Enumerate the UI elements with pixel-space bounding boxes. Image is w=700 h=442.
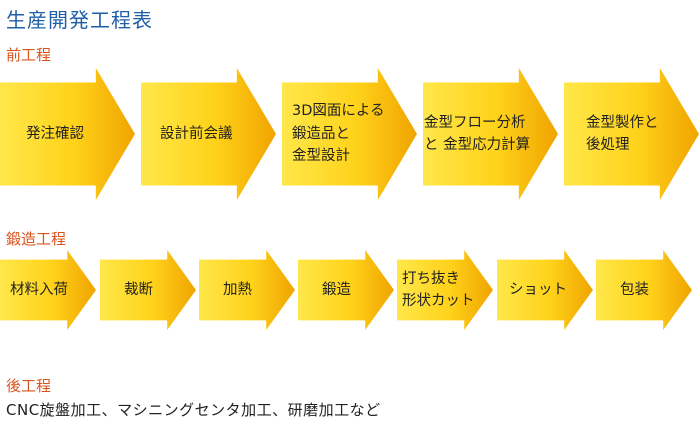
section-label-pre: 前工程 <box>6 46 52 64</box>
step-label-forging-4: 鍛造 <box>322 281 351 298</box>
step-label-pre-3: 3D図面による 鍛造品と 金型設計 <box>292 103 385 165</box>
page-title: 生産開発工程表 <box>6 8 153 32</box>
step-label-pre-4: 金型フロー分析 と 金型応力計算 <box>424 114 531 153</box>
post-process-description: CNC旋盤加工、マシニングセンタ加工、研磨加工など <box>6 401 381 419</box>
step-label-forging-3: 加熱 <box>223 281 252 298</box>
step-label-pre-5: 金型製作と 後処理 <box>586 114 659 153</box>
section-label-post: 後工程 <box>6 377 52 395</box>
step-label-forging-5: 打ち抜き 形状カット <box>402 270 475 309</box>
step-label-forging-1: 材料入荷 <box>10 281 68 298</box>
step-label-forging-7: 包装 <box>620 281 649 298</box>
step-label-forging-6: ショット <box>509 281 567 298</box>
step-label-pre-1: 発注確認 <box>26 125 84 142</box>
step-label-pre-2: 設計前会議 <box>160 125 233 142</box>
section-label-forging: 鍛造工程 <box>6 230 67 248</box>
step-label-forging-2: 裁断 <box>124 281 153 298</box>
